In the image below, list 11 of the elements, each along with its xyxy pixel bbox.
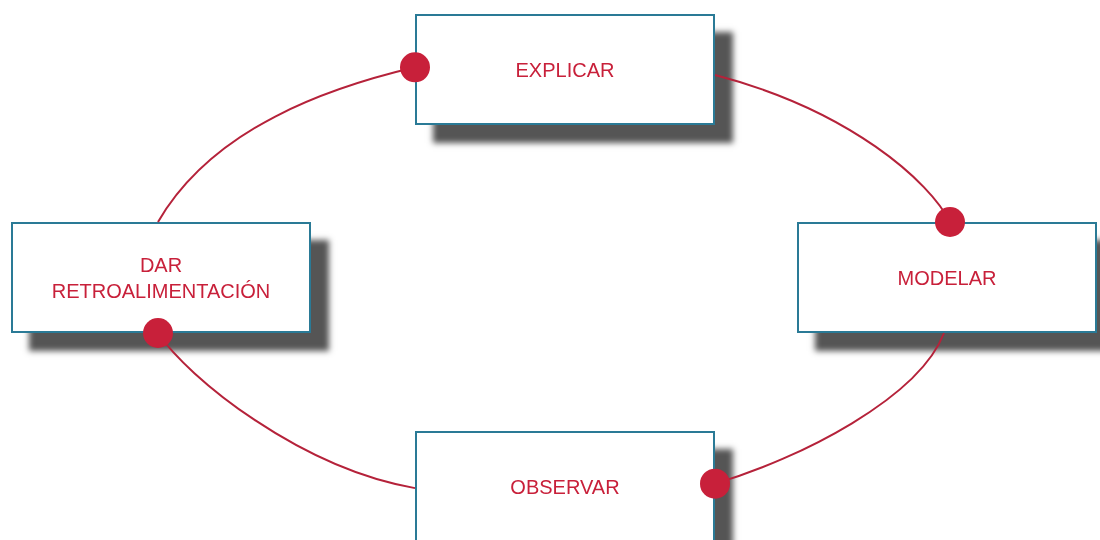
process-box <box>797 222 1097 333</box>
box-label: EXPLICAR <box>515 57 615 83</box>
box-label: DAR RETROALIMENTACIÓN <box>50 252 272 304</box>
process-box <box>415 14 715 125</box>
box-label: MODELAR <box>897 265 997 291</box>
connector-line <box>700 332 945 499</box>
box-label: OBSERVAR <box>510 475 620 500</box>
process-box <box>11 222 311 333</box>
process-box <box>415 431 715 540</box>
connector-line <box>143 318 416 490</box>
connector-line <box>157 52 430 223</box>
